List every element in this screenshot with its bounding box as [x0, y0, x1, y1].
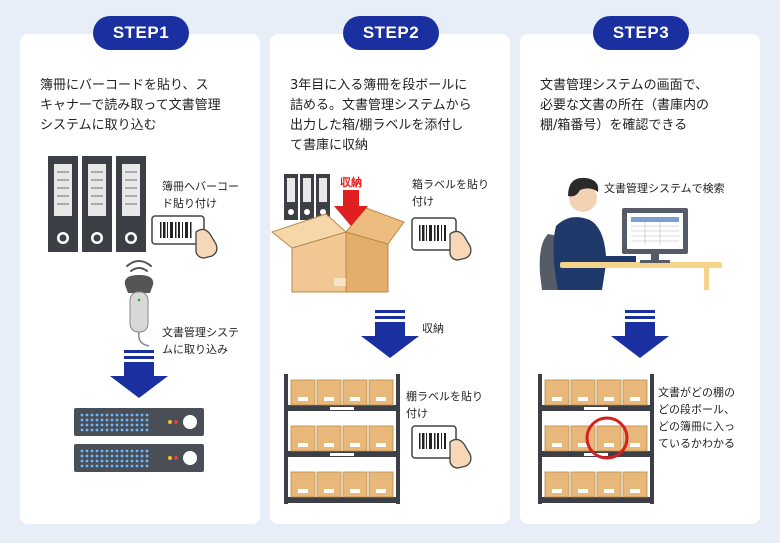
- step3-description: 文書管理システムの画面で、 必要な文書の所在（書庫内の 棚/箱番号）を確認できる: [540, 78, 710, 133]
- server-icon: [74, 408, 204, 436]
- step3-badge: STEP3: [593, 16, 689, 50]
- shelf-icon: [538, 374, 654, 504]
- down-arrow-icon: [110, 350, 168, 398]
- step2-store-label: 収納: [422, 322, 444, 335]
- binder-icon: [82, 156, 112, 252]
- binder-icon: [116, 156, 146, 252]
- step2-box-label-text: 箱ラベルを貼り 付け: [412, 178, 489, 208]
- box-label-icon: [411, 217, 457, 251]
- hand-icon: [449, 438, 472, 469]
- cardboard-box-icon: [270, 207, 405, 293]
- step2-description: 3年目に入る簿冊を段ボールに 詰める。文書管理システムから 出力した箱/棚ラベル…: [290, 78, 472, 153]
- step1-import-label: 文書管理システ ムに取り込み: [162, 326, 239, 356]
- binder-icon: [48, 156, 78, 252]
- step2-store-red-label: 収納: [340, 176, 362, 189]
- scanner-icon: [124, 275, 154, 347]
- step3-search-label: 文書管理システムで検索: [604, 182, 725, 195]
- highlight-circle: [585, 416, 629, 460]
- step1-barcode-label: 簿冊へバーコー ド貼り付け: [162, 180, 239, 210]
- shelf-icon: [284, 374, 400, 504]
- desk-icon: [560, 262, 722, 268]
- hand-icon: [195, 228, 218, 259]
- step1-description: 簿冊にバーコードを貼り、ス キャナーで読み取って文書管理 システムに取り込む: [40, 78, 221, 133]
- wireless-signal-icon: [126, 260, 152, 272]
- binder-icon: [284, 174, 330, 220]
- barcode-label-icon: [151, 215, 205, 245]
- step2-shelf-label-text: 棚ラベルを貼り 付け: [406, 390, 483, 420]
- down-arrow-icon: [611, 310, 669, 358]
- monitor-icon: [622, 208, 688, 263]
- server-icon: [74, 444, 204, 472]
- step3-result-label: 文書がどの棚の どの段ボール、 どの簿冊に入っ ているかわかる: [658, 386, 735, 450]
- down-arrow-icon: [361, 310, 419, 358]
- red-arrow-icon: [334, 190, 368, 226]
- shelf-label-icon: [411, 425, 457, 459]
- hand-icon: [449, 230, 472, 261]
- step2-badge: STEP2: [343, 16, 439, 50]
- step1-badge: STEP1: [93, 16, 189, 50]
